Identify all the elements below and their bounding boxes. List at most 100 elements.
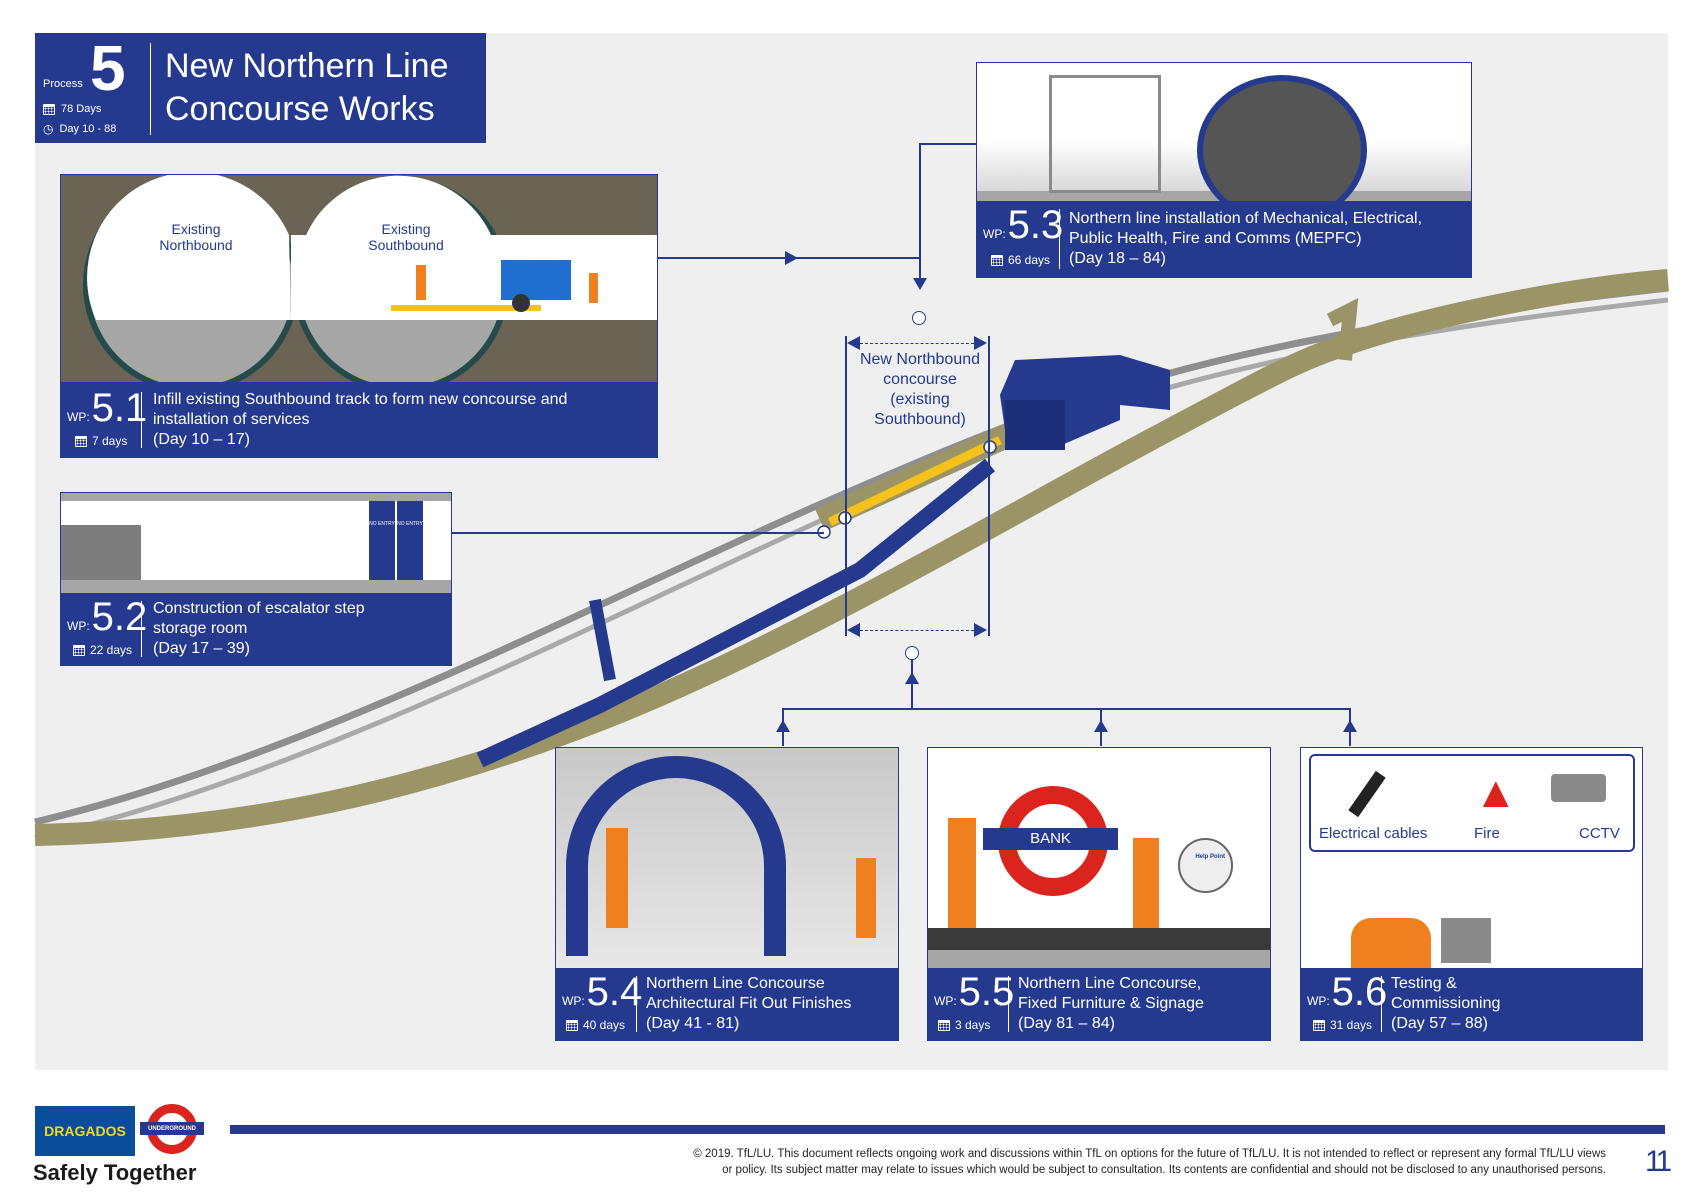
wp-duration: 66 days [991, 253, 1050, 267]
wp-caption: WP: 5.2 22 days Construction of escalato… [61, 593, 451, 665]
dimension-dashes-bottom [860, 630, 974, 631]
underground-roundel-bar: UNDERGROUND [140, 1122, 204, 1135]
olive-tunnel-main [34, 269, 1669, 846]
process-header: Process 5 78 Days ◷ Day 10 - 88 New Nort… [35, 33, 486, 143]
arrow-right-icon [785, 251, 798, 265]
wp-number: WP: 5.4 [562, 970, 643, 1014]
dragados-logo: DRAGADOS [35, 1106, 135, 1156]
testing-illustration: ▲ Electrical cables Fire CCTV [1301, 748, 1642, 970]
wp-description: Northern Line Concourse, Fixed Furniture… [1018, 975, 1204, 1032]
arrow-left-icon [847, 623, 860, 637]
calendar-icon [75, 435, 87, 447]
label-fire: Fire [1474, 825, 1500, 842]
calendar-icon [1313, 1019, 1325, 1031]
wp-caption: WP: 5.4 40 days Northern Line Concourse … [556, 968, 898, 1040]
node-circle [905, 646, 919, 660]
laptop-icon [1441, 918, 1491, 963]
navy-passage [476, 458, 996, 768]
yellow-concourse [828, 435, 1002, 527]
calendar-icon [566, 1019, 578, 1031]
process-label: Process [43, 78, 83, 90]
clock-icon: ◷ [43, 122, 54, 136]
arrow-up-icon [1094, 720, 1108, 732]
wp-panel-5-5: BANK Help Point WP: 5.5 3 days Northern … [927, 747, 1271, 1041]
systems-box: ▲ Electrical cables Fire CCTV [1309, 754, 1635, 852]
wp-number: WP: 5.6 [1307, 970, 1388, 1014]
signage-illustration: BANK Help Point [928, 748, 1270, 970]
no-entry-door: NO ENTRY [397, 501, 423, 580]
worker [948, 818, 976, 928]
fire-icon: ▲ [1474, 768, 1518, 817]
navy-escalator-shaft [1005, 400, 1065, 450]
worker [1351, 918, 1431, 970]
wp-duration: 31 days [1313, 1018, 1372, 1032]
day-range-text: Day 10 - 88 [59, 123, 117, 135]
arrow-down-icon [913, 278, 927, 290]
ground-illustration [61, 175, 657, 393]
header-divider [150, 43, 151, 135]
connector-5-3 [920, 143, 976, 145]
connector-vertical [919, 143, 921, 278]
node-circle [983, 440, 997, 454]
tagline: Safely Together [33, 1160, 197, 1185]
caption-divider [141, 392, 142, 448]
connector-5-2 [452, 532, 824, 534]
wp-number: WP: 5.3 [983, 203, 1064, 247]
wp-caption: WP: 5.6 31 days Testing & Commissioning … [1301, 968, 1642, 1040]
arrow-up-icon [905, 672, 919, 684]
arrow-left-icon [847, 336, 860, 350]
wp-caption: WP: 5.3 66 days Northern line installati… [977, 201, 1471, 277]
process-number: 5 [90, 32, 126, 104]
wp-duration: 7 days [75, 434, 127, 448]
wp-duration: 3 days [938, 1018, 990, 1032]
olive-vertical-shaft [1326, 298, 1359, 361]
no-entry-door: NO ENTRY [369, 501, 395, 580]
label-cctv: CCTV [1579, 825, 1620, 842]
footer-rule [230, 1125, 1665, 1134]
label-existing-southbound: Existing Southbound [368, 221, 444, 253]
duration-text: 78 Days [61, 103, 102, 115]
wp-panel-5-2: NO ENTRY NO ENTRY WP: 5.2 22 days Constr… [60, 492, 452, 666]
concourse-bound-right [988, 336, 990, 636]
wp-description: Northern line installation of Mechanical… [1069, 210, 1423, 267]
title-line-2: Concourse Works [165, 90, 435, 128]
wp-panel-5-6: ▲ Electrical cables Fire CCTV WP: 5.6 31… [1300, 747, 1643, 1041]
concourse-illustration [556, 748, 898, 970]
dimension-dashes-top [860, 343, 974, 344]
node-circle [912, 311, 926, 325]
wp-description: Testing & Commissioning (Day 57 – 88) [1391, 975, 1501, 1032]
floor [61, 580, 451, 593]
wp-number: WP: 5.5 [934, 970, 1015, 1014]
wp-panel-5-4: WP: 5.4 40 days Northern Line Concourse … [555, 747, 899, 1041]
tunnel-cross-section [83, 175, 657, 393]
help-point: Help Point [1178, 838, 1233, 893]
process-duration: 78 Days [43, 103, 101, 115]
track-line-1 [34, 284, 1669, 826]
wp-duration: 22 days [73, 643, 132, 657]
wp-panel-5-3: WP: 5.3 66 days Northern line installati… [976, 62, 1472, 278]
worker [606, 828, 628, 928]
scaffolding [1049, 75, 1161, 193]
page-title: New Northern Line Concourse Works [165, 45, 448, 131]
calendar-icon [43, 103, 55, 115]
concourse-label: New Northbound concourse (existing South… [859, 351, 981, 428]
title-line-1: New Northern Line [165, 47, 449, 85]
mepfc-illustration [977, 63, 1471, 225]
station-name-bar: BANK [983, 828, 1118, 850]
wp-number: WP: 5.2 [67, 595, 148, 639]
arrow-right-icon [974, 623, 987, 637]
disclaimer: © 2019. TfL/LU. This document reflects o… [693, 1148, 1606, 1176]
storage-illustration: NO ENTRY NO ENTRY [61, 493, 451, 593]
caption-divider [1381, 976, 1382, 1032]
connector-bottom-branch [782, 708, 1350, 710]
calendar-icon [991, 254, 1003, 266]
wp-duration: 40 days [566, 1018, 625, 1032]
caption-divider [1059, 209, 1060, 269]
cctv-icon [1551, 774, 1606, 802]
worker [1133, 838, 1159, 928]
arrow-up-icon [776, 720, 790, 732]
label-electrical-cables: Electrical cables [1319, 825, 1428, 842]
navy-shaft [589, 598, 616, 682]
wp-description: Northern Line Concourse Architectural Fi… [646, 975, 852, 1032]
wp-number: WP: 5.1 [67, 386, 148, 430]
